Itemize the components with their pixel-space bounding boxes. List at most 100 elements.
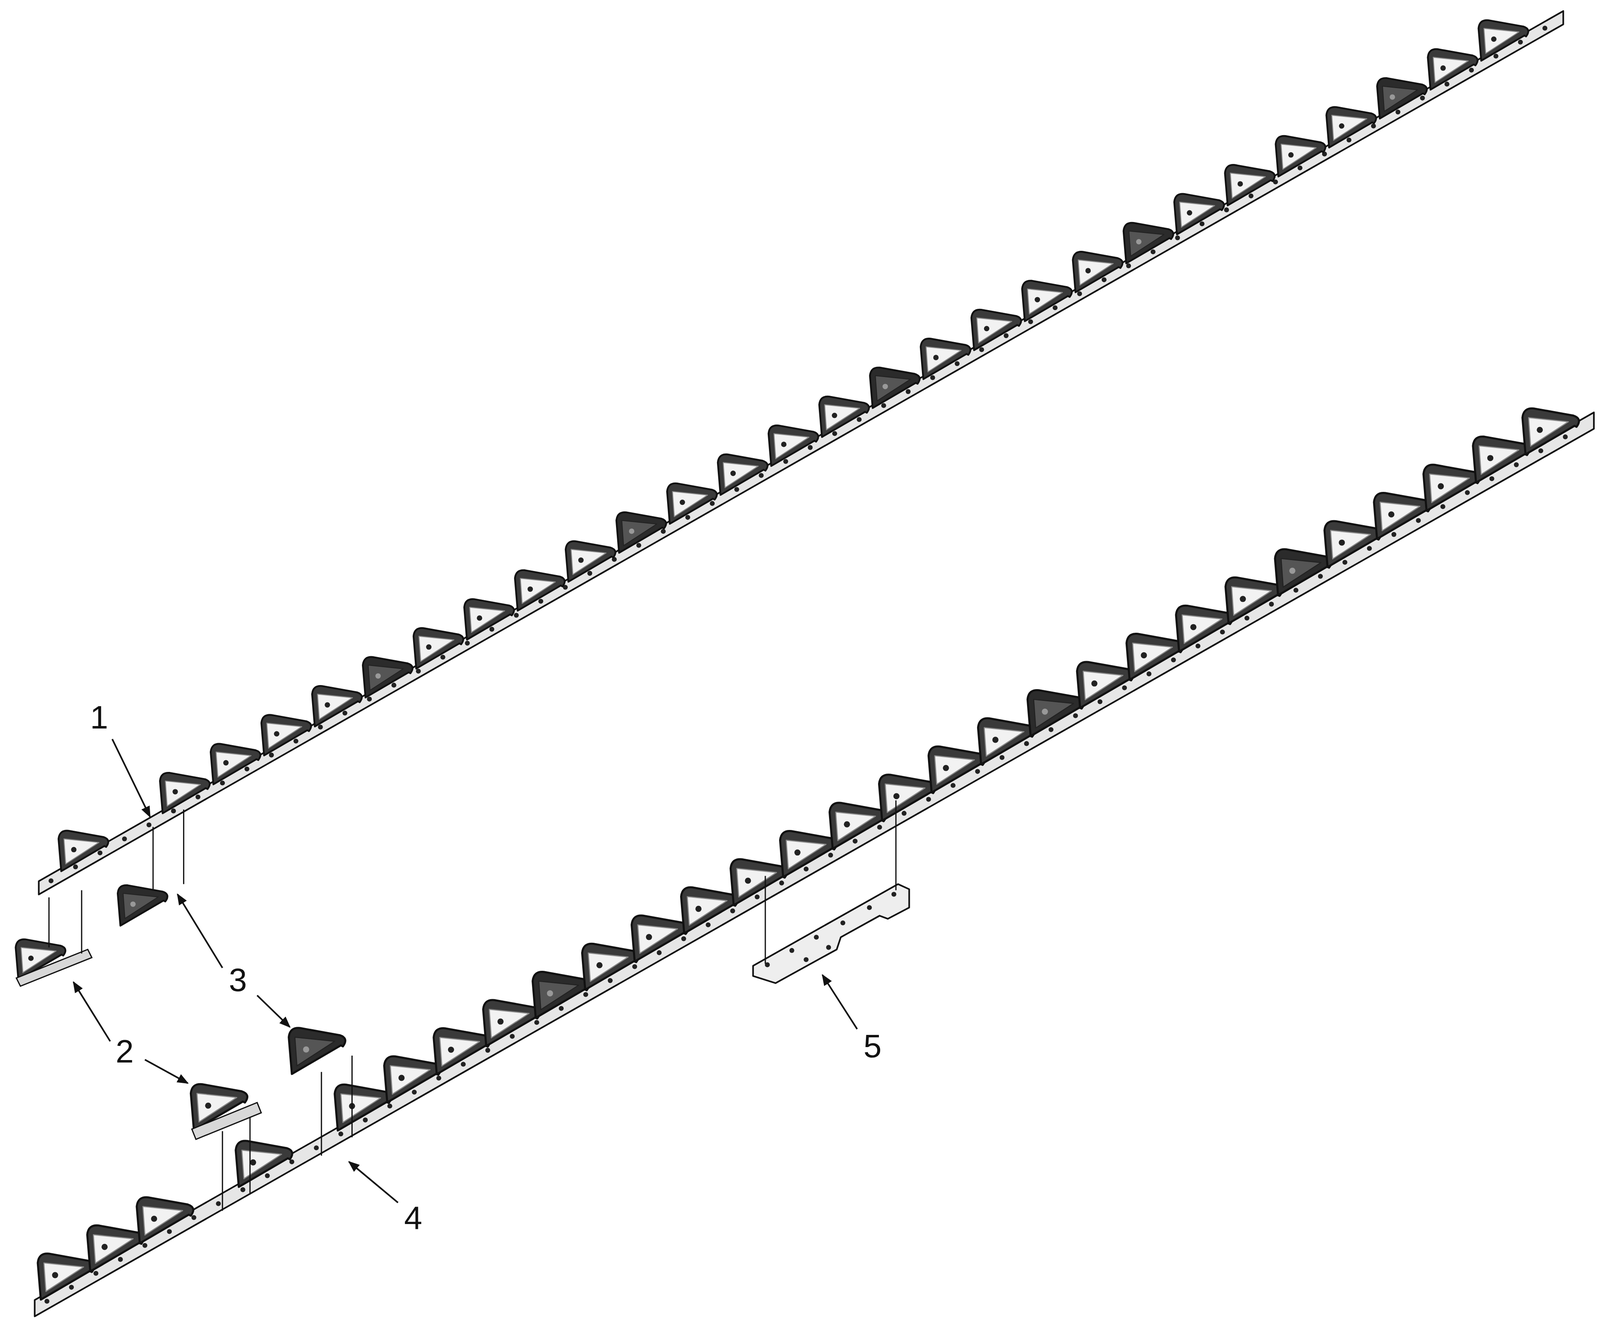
rivet	[1190, 624, 1197, 631]
rivet	[933, 354, 939, 360]
bar-hole	[1195, 643, 1201, 649]
bar-hole	[465, 640, 470, 646]
bar-hole	[832, 430, 838, 436]
bar-hole	[828, 852, 834, 858]
bar-hole	[607, 977, 613, 983]
knife-section	[1225, 164, 1275, 206]
section-face	[672, 491, 708, 517]
projection-line	[81, 889, 83, 954]
rivet	[882, 383, 888, 390]
projection-lines	[49, 800, 896, 1211]
leader-lines	[73, 738, 858, 1203]
section-face	[934, 755, 975, 784]
bar-hole	[1052, 305, 1058, 311]
bar-hole	[1150, 249, 1156, 255]
plate-hole	[891, 891, 897, 897]
section-plate	[1472, 436, 1530, 483]
section-plate	[1027, 689, 1084, 736]
bar-hole	[1097, 699, 1103, 705]
knife-section	[37, 1253, 95, 1300]
rivet	[303, 1046, 310, 1053]
section-face	[637, 924, 678, 954]
bar-hole	[1542, 25, 1548, 31]
knife-section	[1427, 49, 1478, 90]
bar-hole	[387, 1103, 393, 1109]
section-face	[469, 607, 505, 633]
rivet	[527, 586, 533, 592]
bar-hole	[1101, 277, 1107, 283]
section-face	[1483, 28, 1519, 54]
section-plate	[1274, 549, 1332, 595]
section-face	[1083, 671, 1123, 700]
section-plate	[977, 718, 1035, 765]
bar-hole	[1024, 740, 1030, 746]
dark-section	[532, 971, 590, 1018]
rivet	[375, 673, 381, 679]
plate-body	[753, 883, 910, 983]
section-face	[835, 811, 876, 841]
rivet	[844, 821, 851, 828]
section-face	[1429, 473, 1470, 503]
knife-section	[464, 598, 515, 640]
knife-section	[413, 628, 464, 669]
knife-section	[1275, 135, 1326, 177]
projection-line	[221, 1130, 224, 1211]
section-plate	[464, 598, 515, 640]
section-face	[1231, 586, 1272, 616]
section-plate	[631, 915, 689, 962]
bar-hole	[538, 598, 544, 604]
section-face	[875, 375, 911, 401]
section-face	[1479, 445, 1519, 475]
section-face	[976, 317, 1012, 343]
section-face	[241, 1149, 282, 1179]
leader-line	[73, 981, 111, 1042]
leader-line	[348, 1161, 399, 1203]
leader-line	[257, 995, 290, 1028]
bar-hole	[1175, 235, 1181, 241]
plate-hole	[826, 944, 832, 950]
knife-section	[483, 999, 540, 1046]
rivet	[893, 792, 900, 799]
bar-hole	[730, 908, 735, 914]
bar-hole	[705, 922, 711, 928]
rivet	[497, 1018, 504, 1025]
section-face	[773, 433, 809, 459]
rivet	[992, 736, 999, 743]
section-face	[1027, 288, 1063, 315]
section-face	[1033, 699, 1074, 728]
bar-hole	[166, 1228, 172, 1234]
section-plate	[878, 774, 936, 821]
rivet	[476, 615, 483, 621]
rivet	[1237, 180, 1243, 187]
bar-hole	[754, 894, 760, 900]
dark-section	[362, 656, 413, 698]
bar-hole	[215, 1201, 221, 1206]
bar-hole	[240, 1186, 246, 1192]
bar-hole	[1493, 53, 1499, 59]
bar-hole	[1440, 503, 1446, 509]
bar-hole	[391, 682, 397, 688]
rivet	[1487, 454, 1494, 461]
section-face	[520, 578, 556, 604]
bar-hole	[1297, 165, 1303, 171]
section-plate	[681, 887, 738, 933]
rivet	[1389, 94, 1396, 100]
section-face	[1331, 115, 1367, 141]
rivet	[679, 499, 685, 505]
bar-hole	[1199, 221, 1205, 227]
bar-hole	[1346, 137, 1352, 143]
bar-hole	[1146, 671, 1152, 677]
bar-hole	[632, 964, 638, 970]
bar-hole	[191, 1214, 197, 1220]
bar-hole	[636, 542, 642, 548]
section-face	[1382, 86, 1418, 112]
section-face	[1230, 172, 1266, 199]
section-plate	[136, 1197, 194, 1243]
section-plate	[1326, 107, 1377, 148]
bar-hole	[415, 668, 421, 674]
projection-line	[48, 897, 50, 948]
section-face	[489, 1009, 530, 1038]
section-plate	[532, 971, 590, 1018]
bar-hole	[807, 445, 813, 451]
